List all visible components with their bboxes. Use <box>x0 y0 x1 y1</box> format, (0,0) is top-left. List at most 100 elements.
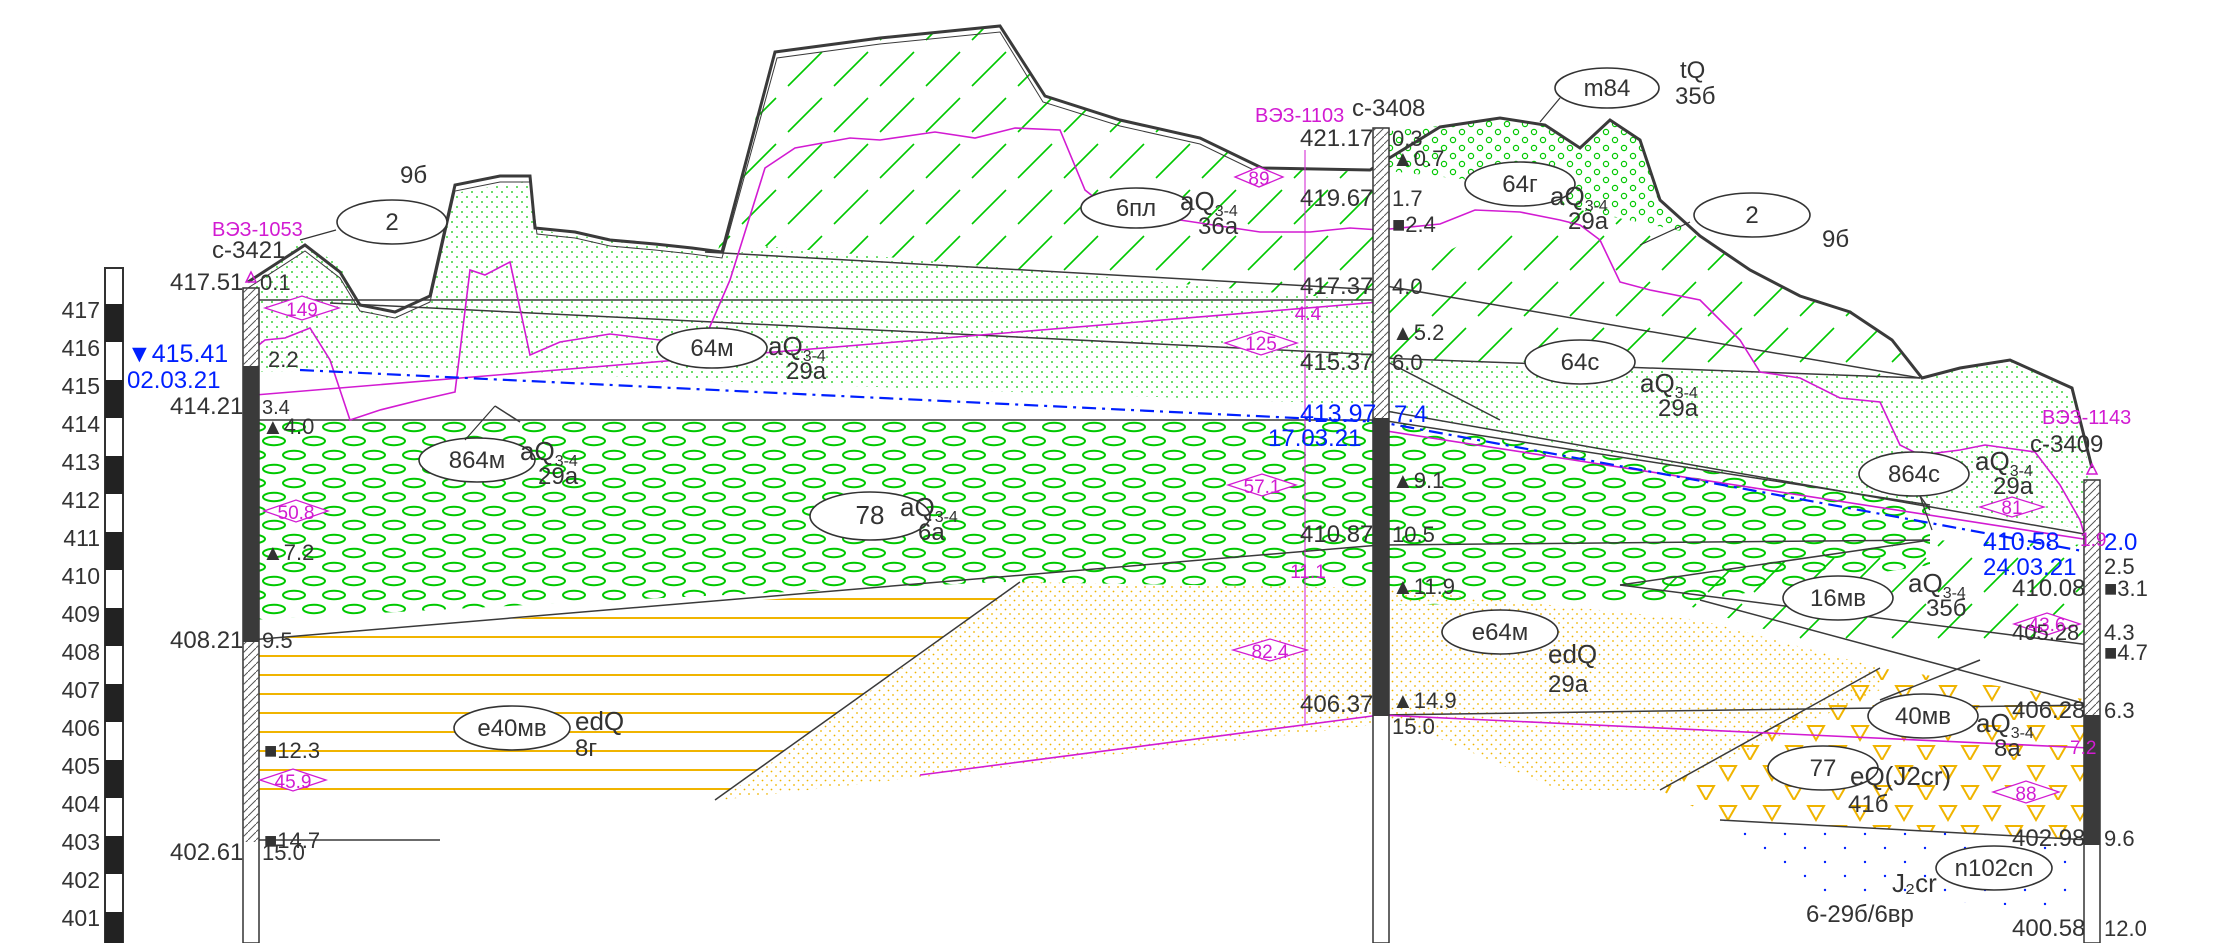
genesis-index: edQ <box>1548 639 1597 669</box>
genesis-index: edQ <box>575 706 624 736</box>
resistivity-value: 43.6 <box>2029 615 2066 636</box>
elevation-label: 405.28 <box>2012 620 2079 645</box>
borehole-c3409 <box>2083 462 2101 943</box>
scale-tick-label: 405 <box>62 753 100 779</box>
age-index: 6а <box>918 519 945 546</box>
elevation-label: 406.28 <box>2012 697 2085 724</box>
resistivity-value: 1.9 <box>2080 530 2106 551</box>
depth-marker: ■4.7 <box>2104 640 2148 665</box>
elevation-label: 410.87 <box>1300 521 1373 548</box>
depth-marker: ■2.4 <box>1392 212 1436 237</box>
water-level-depth: 7.4 <box>1394 401 1427 428</box>
elevation-label: 417.51 <box>170 269 243 296</box>
layer-index-labels <box>336 67 2053 891</box>
layer-index-text: 2 <box>385 209 398 236</box>
layer-index-text: n102сn <box>1955 855 2034 882</box>
layer-index-text: 864м <box>449 447 506 474</box>
ves-label: ВЭЗ-1103 <box>1255 105 1344 127</box>
age-index: 6-29б/6вр <box>1806 901 1914 928</box>
resistivity-value: 11.1 <box>1290 562 1326 583</box>
depth-label: 9.5 <box>262 628 293 653</box>
age-index: 29а <box>1658 395 1699 422</box>
layer-index-text: е64м <box>1472 619 1529 646</box>
ves-label: ВЭЗ-1053 <box>212 219 303 241</box>
resistivity-value: 50.8 <box>278 503 315 524</box>
layer-index-text: 2 <box>1745 202 1758 229</box>
age-index: 36а <box>1198 213 1239 240</box>
ground-surface <box>247 24 2094 469</box>
depth-label: 3.4 <box>262 397 290 419</box>
layer-e64m <box>720 582 1880 800</box>
scale-tick-label: 413 <box>62 449 100 475</box>
genesis-64m: aQ3-4 <box>768 331 826 365</box>
ground-surface-inner <box>247 31 1263 319</box>
resistivity-value: 149 <box>286 300 318 321</box>
layer-78 <box>250 420 1930 620</box>
age-index: 29а <box>786 358 827 385</box>
genesis-40mv: aQ3-4 <box>1976 708 2034 742</box>
genesis-16mv: aQ3-4 <box>1908 568 1966 602</box>
depth-label: 4.0 <box>1392 274 1423 299</box>
layer-boundaries <box>247 24 2094 841</box>
elevation-label: 406.37 <box>1300 691 1373 718</box>
depth-marker: ▲4.0 <box>262 414 314 439</box>
age-index: 8а <box>1994 735 2021 762</box>
depth-label: 2.2 <box>268 347 299 372</box>
genesis-64c: aQ3-4 <box>1640 368 1698 402</box>
layer-index-text: 864с <box>1888 461 1940 488</box>
genesis-6pl: aQ3-4 <box>1180 186 1238 220</box>
resistivity-value: 4.4 <box>1295 304 1322 325</box>
depth-label: 1.7 <box>1392 186 1423 211</box>
scale-tick-label: 403 <box>62 829 100 855</box>
scale-tick-label: 411 <box>63 525 100 551</box>
depth-marker: ▲0.7 <box>1392 146 1444 171</box>
scale-tick-label: 414 <box>62 411 101 437</box>
borehole-c3421 <box>242 270 260 943</box>
resistivity-value: 82.4 <box>1252 642 1289 663</box>
scale-tick-label: 417 <box>62 297 100 323</box>
depth-marker: ▲14.9 <box>1392 688 1457 713</box>
layer-64c <box>1380 210 1920 378</box>
depth-marker: ■12.3 <box>264 738 320 763</box>
scale-tick-label: 409 <box>62 601 100 627</box>
elevation-label: 402.61 <box>170 839 243 866</box>
resistivity-value: 81 <box>2001 498 2022 519</box>
depth-label: 9.6 <box>2104 826 2135 851</box>
water-level-elevation: 410.58 <box>1983 528 2059 556</box>
depth-label: 12.0 <box>2104 916 2147 941</box>
borehole-c3408 <box>1372 127 1390 943</box>
depth-label: 4.3 <box>2104 620 2135 645</box>
resistivity-value: 57.1 <box>1244 477 1281 498</box>
elevation-label: 400.58 <box>2012 915 2085 942</box>
depth-label: 6.0 <box>1392 350 1423 375</box>
leader-lines <box>299 97 1933 531</box>
layer-index-text: 64м <box>690 335 733 362</box>
scale-tick-label: 406 <box>62 715 100 741</box>
elevation-label: 408.21 <box>170 627 243 654</box>
depth-marker: ▲7.2 <box>262 540 314 565</box>
resistivity-value: 89 <box>1248 169 1269 190</box>
age-index: 29а <box>1548 671 1589 698</box>
water-level-elevation: ▼415.41 <box>127 340 228 368</box>
ves-label: ВЭЗ-1143 <box>2042 407 2131 429</box>
layer-index-text: m84 <box>1584 75 1631 102</box>
layer-64m <box>249 180 1380 405</box>
scale-tick-label: 404 <box>62 791 101 817</box>
genesis-64g: aQ3-4 <box>1550 181 1608 215</box>
age-index: 9б <box>400 162 427 189</box>
depth-label: 6.3 <box>2104 698 2135 723</box>
layer-index-text: 16мв <box>1810 585 1866 612</box>
depth-marker: ■3.1 <box>2104 576 2148 601</box>
scale-tick-label: 410 <box>62 563 100 589</box>
age-index: 9б <box>1822 226 1849 253</box>
layer-index-text: 78 <box>856 500 885 530</box>
resistivity-value: 88 <box>2015 784 2036 805</box>
age-index: 29а <box>1993 473 2034 500</box>
age-index: 8г <box>575 735 597 762</box>
elevation-label: 402.98 <box>2012 825 2085 852</box>
scale-tick-label: 408 <box>62 639 100 665</box>
age-index: 29а <box>538 463 579 490</box>
age-index: 41б <box>1848 791 1888 818</box>
resistivity-value: 7.2 <box>2070 738 2096 759</box>
